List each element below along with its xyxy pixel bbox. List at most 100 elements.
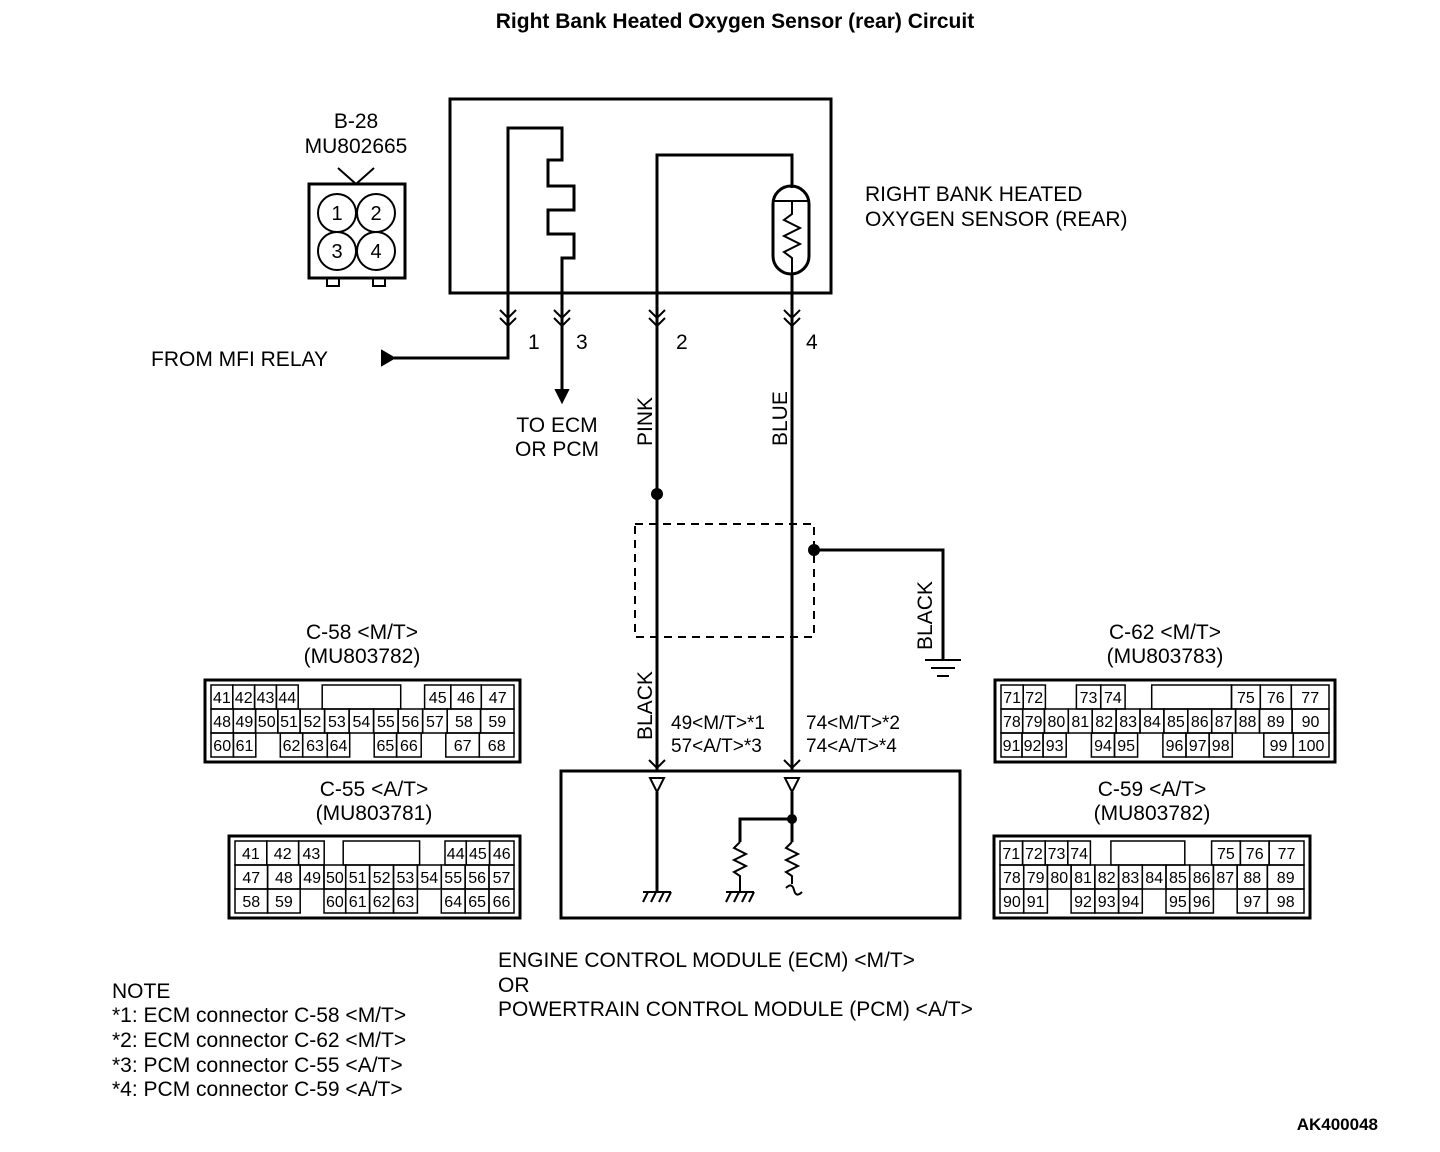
- c62-pin-label: 82: [1095, 714, 1113, 731]
- c58-pin-label: 43: [257, 690, 275, 707]
- c62-pin-label: 76: [1267, 690, 1285, 707]
- c55-pin-label: 60: [326, 894, 344, 911]
- c62-pin-label: 98: [1212, 738, 1230, 755]
- c55-pin-label: 50: [326, 870, 344, 887]
- c58-pin-label: 58: [455, 714, 473, 731]
- c62-pin-cell: [1292, 732, 1330, 758]
- c58-pin-label: 48: [213, 714, 231, 731]
- c62-pin-label: 88: [1239, 714, 1257, 731]
- c55-pin-label: 45: [469, 846, 487, 863]
- c62-pin-label: 91: [1003, 738, 1021, 755]
- c62-pin-label: 77: [1301, 690, 1319, 707]
- c58-pin-cell: [298, 685, 322, 709]
- diagram-title: Right Bank Heated Oxygen Sensor (rear) C…: [496, 10, 974, 33]
- c58-pin-label: 50: [258, 714, 276, 731]
- to-ecm-label-2: OR PCM: [515, 438, 599, 461]
- c59-pin-label: 72: [1025, 846, 1043, 863]
- c55-pin-label: 63: [397, 894, 415, 911]
- c62-pin-cell: [1125, 685, 1152, 709]
- ecm-box: [559, 759, 962, 920]
- c58-pin-cell: [256, 733, 281, 757]
- c59-pin-label: 94: [1122, 894, 1140, 911]
- c59-pin-label: 82: [1098, 870, 1116, 887]
- c59-pin-label: 91: [1027, 894, 1045, 911]
- note-line-1: *1: ECM connector C-58 <M/T>: [112, 1004, 406, 1027]
- c62-id: C-62 <M/T>: [1109, 621, 1221, 644]
- c55-pin-label: 57: [493, 870, 511, 887]
- c55-pin-cell: [420, 841, 446, 865]
- wire-color-blue: BLUE: [769, 391, 792, 446]
- ecm-pin-left-1: 49<M/T>*1: [671, 713, 765, 734]
- c62-pin-cell: [1150, 684, 1233, 710]
- c59-pin-label: 80: [1050, 870, 1068, 887]
- b28-connector-part: MU802665: [305, 135, 408, 158]
- c58-pin-cell: [395, 732, 422, 758]
- c59-pin-label: 86: [1193, 870, 1211, 887]
- module-label-line-3: POWERTRAIN CONTROL MODULE (PCM) <A/T>: [498, 998, 973, 1021]
- c62-pin-label: 85: [1167, 714, 1185, 731]
- c58-pin-label: 55: [377, 714, 395, 731]
- c59-pin-cell: [1090, 841, 1111, 865]
- c59-pin-cell: [1266, 888, 1305, 914]
- b28-pin-4: 4: [370, 241, 381, 263]
- c55-pin-label: 53: [397, 870, 415, 887]
- c55-pin-label: 54: [420, 870, 438, 887]
- terminal-2-label: 2: [676, 331, 688, 354]
- to-ecm-label-1: TO ECM: [516, 414, 597, 437]
- c62-pin-label: 74: [1104, 690, 1122, 707]
- c59-pin-label: 84: [1145, 870, 1163, 887]
- c62-pin-label: 84: [1143, 714, 1161, 731]
- c59-pin-label: 75: [1217, 846, 1235, 863]
- terminal-4-label: 4: [806, 331, 818, 354]
- note-line-3: *3: PCM connector C-55 <A/T>: [112, 1054, 403, 1077]
- c62-pin-label: 86: [1191, 714, 1209, 731]
- c58-pin-cell: [421, 733, 446, 757]
- c58-pin-label: 67: [454, 738, 472, 755]
- c55-pin-cell: [342, 840, 421, 866]
- to-ecm-wire: [554, 330, 570, 405]
- c58-pin-cell: [478, 732, 515, 758]
- c62-pin-label: 99: [1270, 738, 1288, 755]
- sensor-label-line-1: RIGHT BANK HEATED: [865, 183, 1082, 206]
- c55-pin-label: 52: [373, 870, 391, 887]
- c55-pin-cell: [324, 841, 343, 865]
- note-heading: NOTE: [112, 980, 170, 1003]
- c58-outline: [203, 678, 522, 764]
- c59-pin-label: 81: [1074, 870, 1092, 887]
- c59-pin-label: 96: [1193, 894, 1211, 911]
- terminal-chevrons: [499, 309, 801, 328]
- module-label-line-1: ENGINE CONTROL MODULE (ECM) <M/T>: [498, 949, 915, 972]
- c59-pin-cell: [1213, 889, 1237, 913]
- c55-pin-label: 64: [444, 894, 462, 911]
- wire-color-black-right: BLACK: [914, 581, 937, 650]
- c58-pin-label: 66: [400, 738, 418, 755]
- c59-pin-label: 92: [1074, 894, 1092, 911]
- c62-pin-label: 81: [1071, 714, 1089, 731]
- c55-pin-label: 41: [242, 846, 260, 863]
- ecm-pin-right-1: 74<M/T>*2: [806, 713, 900, 734]
- c58-pin-label: 41: [213, 690, 231, 707]
- c62-pin-label: 100: [1298, 738, 1325, 755]
- c58-pin-label: 61: [236, 738, 254, 755]
- c55-pin-label: 47: [242, 870, 260, 887]
- c55-pin-cell: [417, 889, 441, 913]
- c55-pin-label: 51: [349, 870, 367, 887]
- c62-part: (MU803783): [1107, 645, 1224, 668]
- c55-pin-label: 49: [303, 870, 321, 887]
- c55-outline: [227, 834, 522, 920]
- c58-pin-label: 68: [488, 738, 506, 755]
- c58-pin-label: 56: [402, 714, 420, 731]
- c58-pin-label: 54: [353, 714, 371, 731]
- c58-pin-label: 44: [278, 690, 296, 707]
- c59-pin-label: 79: [1027, 870, 1045, 887]
- c59-pin-cell: [1142, 889, 1166, 913]
- c62-pin-label: 89: [1267, 714, 1285, 731]
- c59-id: C-59 <A/T>: [1098, 778, 1207, 801]
- from-mfi-relay-label: FROM MFI RELAY: [151, 348, 328, 371]
- c55-pin-label: 59: [275, 894, 293, 911]
- figure-code: AK400048: [1297, 1115, 1378, 1134]
- c58-pin-label: 60: [213, 738, 231, 755]
- c62-pin-label: 78: [1003, 714, 1021, 731]
